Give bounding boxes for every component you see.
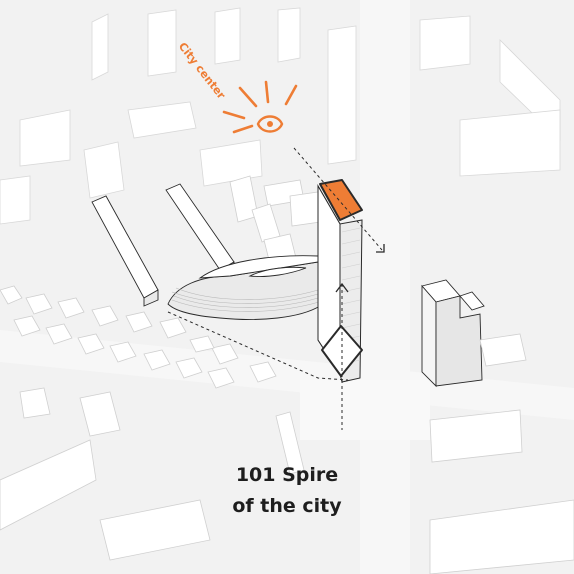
view-direction-line — [293, 147, 383, 251]
lower-plaza — [300, 380, 430, 440]
ray — [284, 84, 298, 106]
house — [0, 285, 23, 305]
building — [0, 439, 97, 531]
central-cluster — [229, 175, 321, 265]
diagram-caption: 101 Spire of the city — [0, 460, 574, 522]
building — [251, 203, 281, 243]
building — [147, 9, 177, 77]
caption-line-1: 101 Spire — [235, 464, 339, 486]
curved-complex — [167, 255, 321, 320]
house — [77, 333, 105, 355]
ray — [222, 110, 246, 120]
house — [25, 293, 53, 315]
curved-complex-stripes — [171, 287, 320, 312]
building — [127, 101, 197, 139]
house — [109, 341, 137, 363]
house — [125, 311, 153, 333]
building — [0, 175, 31, 225]
facade-line — [341, 299, 361, 305]
facade-line — [341, 323, 361, 329]
eye-pupil — [267, 121, 273, 127]
building — [83, 141, 125, 199]
building — [419, 15, 471, 71]
house — [143, 349, 171, 371]
building — [277, 7, 301, 63]
house — [249, 361, 277, 383]
houses-row — [0, 285, 277, 389]
city-center-marker — [222, 80, 298, 134]
building — [459, 109, 561, 177]
right-tower-annex — [459, 291, 485, 311]
building — [275, 411, 305, 475]
building — [289, 191, 321, 227]
eye-icon — [256, 115, 284, 133]
house — [45, 323, 73, 345]
building — [19, 109, 71, 167]
caption-line-2: of the city — [232, 495, 342, 517]
building — [429, 499, 574, 574]
building — [199, 139, 263, 187]
ray — [264, 80, 270, 104]
building — [429, 409, 523, 463]
slab-side — [143, 289, 159, 307]
facade-line — [341, 263, 361, 269]
stripe — [175, 287, 319, 300]
facade-line — [341, 311, 361, 317]
facade-line — [341, 239, 361, 245]
slab-roof — [165, 183, 235, 271]
right-tower-side — [435, 295, 483, 387]
ray — [238, 86, 258, 108]
building — [79, 391, 121, 437]
building — [91, 13, 109, 81]
cross-street — [0, 330, 574, 420]
house — [159, 317, 187, 339]
facade-line — [341, 275, 361, 281]
right-tower-front — [421, 284, 437, 388]
stripe — [173, 295, 319, 308]
stripe — [171, 299, 320, 312]
building — [19, 387, 51, 419]
eye-outline — [256, 115, 284, 133]
sightlines — [167, 147, 383, 430]
spire-tower — [317, 179, 363, 383]
curved-complex-opening — [248, 266, 307, 277]
curved-complex-body — [167, 261, 321, 320]
facade-line — [341, 227, 361, 233]
house — [13, 315, 41, 337]
stripe — [171, 291, 319, 304]
buildings-top — [0, 7, 561, 225]
facade-line — [341, 287, 361, 293]
building — [214, 7, 241, 65]
house — [175, 357, 203, 379]
slab-roof — [91, 195, 159, 299]
building — [479, 333, 527, 367]
house — [91, 305, 119, 327]
house — [211, 343, 239, 365]
approach-arrowhead — [335, 282, 349, 293]
site-boundary-line — [167, 311, 349, 381]
house — [189, 335, 215, 353]
house — [207, 367, 235, 389]
buildings-bottom — [0, 333, 574, 574]
view-arrowhead — [376, 244, 385, 253]
right-tower — [421, 279, 485, 388]
facade-line — [341, 251, 361, 257]
house — [57, 297, 85, 319]
ray — [232, 124, 254, 134]
building — [327, 25, 357, 165]
building — [99, 499, 211, 561]
